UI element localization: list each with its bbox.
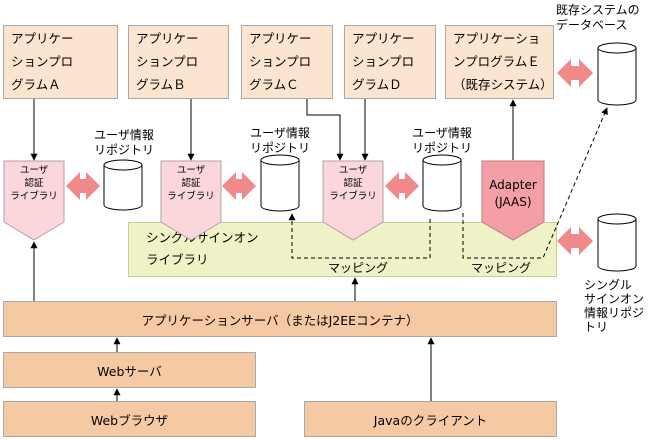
user-repository-2 xyxy=(260,154,300,212)
application-program-c: アプリケー ションプロ グラムＣ xyxy=(241,25,333,99)
app-e-line2: ンプログラムＥ xyxy=(453,54,540,69)
sso-repo-line4: トリ xyxy=(584,320,609,334)
repo3-line1: ユーザ情報 xyxy=(412,126,472,140)
auth-c-line1: ユーザ xyxy=(338,165,368,176)
adapter-shield xyxy=(481,160,545,241)
mapping-label-2: マッピング xyxy=(471,261,532,275)
adapter-line1: Adapter xyxy=(489,178,537,192)
existing-db-label: 既存システムの データベース xyxy=(556,3,661,33)
web-server: Webサーバ xyxy=(3,352,256,388)
auth-library-shield-a xyxy=(3,160,65,241)
java-client-label: Javaのクライアント xyxy=(373,412,488,428)
user-repository-label-3: ユーザ情報 リポジトリ xyxy=(394,126,490,156)
sso-info-repository xyxy=(597,213,637,272)
repo3-line2: リポジトリ xyxy=(411,141,472,155)
app-d-line1: アプリケー xyxy=(352,31,415,46)
auth-a-line2: 認証 xyxy=(24,178,44,189)
auth-a-line3: ライブラリ xyxy=(10,191,58,202)
web-browser-label: Webブラウザ xyxy=(90,412,169,428)
user-repository-1 xyxy=(103,159,143,211)
auth-b-line3: ライブラリ xyxy=(167,191,215,202)
auth-b-line1: ユーザ xyxy=(176,165,206,176)
mapping-label-1: マッピング xyxy=(328,261,389,275)
app-d-line2: ションプロ xyxy=(352,54,415,69)
repo2-line1: ユーザ情報 xyxy=(250,126,310,140)
adapter-label: Adapter (JAAS) xyxy=(482,177,544,211)
sso-repository-label: シングル サインオン 情報リポジ トリ xyxy=(584,278,661,334)
bidirectional-arrow-4 xyxy=(557,59,593,87)
bidirectional-arrow-1 xyxy=(66,172,100,200)
mapping-arrow-1 xyxy=(288,213,431,259)
user-repository-3 xyxy=(422,154,462,212)
web-server-label: Webサーバ xyxy=(97,363,162,379)
user-repository-label-1: ユーザ情報 リポジトリ xyxy=(76,128,172,158)
sso-repo-line2: サインオン xyxy=(584,292,645,306)
app-b-line3: グラムＢ xyxy=(136,77,186,92)
web-browser: Webブラウザ xyxy=(3,401,256,437)
auth-library-label-a: ユーザ 認証 ライブラリ xyxy=(4,164,64,203)
application-server-label: アプリケーションサーバ（またはJ2EEコンテナ） xyxy=(141,312,419,328)
auth-c-line2: 認証 xyxy=(343,178,363,189)
sso-library-line1: シングルサインオン xyxy=(146,230,259,245)
app-b-line1: アプリケー xyxy=(136,31,199,46)
bidirectional-arrow-5 xyxy=(557,227,593,255)
app-c-line1: アプリケー xyxy=(249,31,312,46)
auth-a-line1: ユーザ xyxy=(19,165,49,176)
mapping-arrow-2 xyxy=(462,107,608,259)
repo2-line2: リポジトリ xyxy=(249,141,310,155)
auth-c-line3: ライブラリ xyxy=(329,191,377,202)
bidirectional-arrow-2 xyxy=(222,172,256,200)
repo1-line2: リポジトリ xyxy=(93,143,154,157)
existing-db-line1: 既存システムの xyxy=(556,3,640,17)
arrow-app-c-to-library xyxy=(306,99,344,161)
app-a-line1: アプリケー xyxy=(11,31,74,46)
sso-repo-line1: シングル xyxy=(584,278,633,292)
sso-library-line2: ライブラリ xyxy=(146,252,209,267)
auth-library-label-c: ユーザ 認証 ライブラリ xyxy=(323,164,383,203)
app-d-line3: グラムＤ xyxy=(352,77,402,92)
app-e-line1: アプリケーショ xyxy=(453,31,541,46)
sso-library-label: シングルサインオン ライブラリ xyxy=(146,227,259,271)
app-c-line2: ションプロ xyxy=(249,54,312,69)
existing-system-database xyxy=(597,42,637,106)
sso-repo-line3: 情報リポジ xyxy=(584,306,645,320)
app-a-line3: グラムＡ xyxy=(11,77,61,92)
application-server: アプリケーションサーバ（またはJ2EEコンテナ） xyxy=(3,301,557,337)
auth-library-label-b: ユーザ 認証 ライブラリ xyxy=(161,164,221,203)
auth-b-line2: 認証 xyxy=(181,178,201,189)
application-program-e: アプリケーショ ンプログラムＥ （既存システム） xyxy=(445,25,554,99)
java-client: Javaのクライアント xyxy=(304,401,557,437)
bidirectional-arrow-3 xyxy=(385,172,419,200)
existing-db-line2: データベース xyxy=(556,18,628,32)
user-repository-label-2: ユーザ情報 リポジトリ xyxy=(232,126,328,156)
repo1-line1: ユーザ情報 xyxy=(94,128,154,142)
application-program-b: アプリケー ションプロ グラムＢ xyxy=(128,25,229,99)
application-program-d: アプリケー ションプロ グラムＤ xyxy=(344,25,436,99)
auth-library-shield-b xyxy=(160,160,222,241)
app-e-line3: （既存システム） xyxy=(453,77,553,92)
app-b-line2: ションプロ xyxy=(136,54,199,69)
auth-library-shield-c xyxy=(322,160,384,241)
application-program-a: アプリケー ションプロ グラムＡ xyxy=(3,25,118,99)
app-a-line2: ションプロ xyxy=(11,54,74,69)
adapter-line2: (JAAS) xyxy=(494,195,532,209)
app-c-line3: グラムＣ xyxy=(249,77,299,92)
